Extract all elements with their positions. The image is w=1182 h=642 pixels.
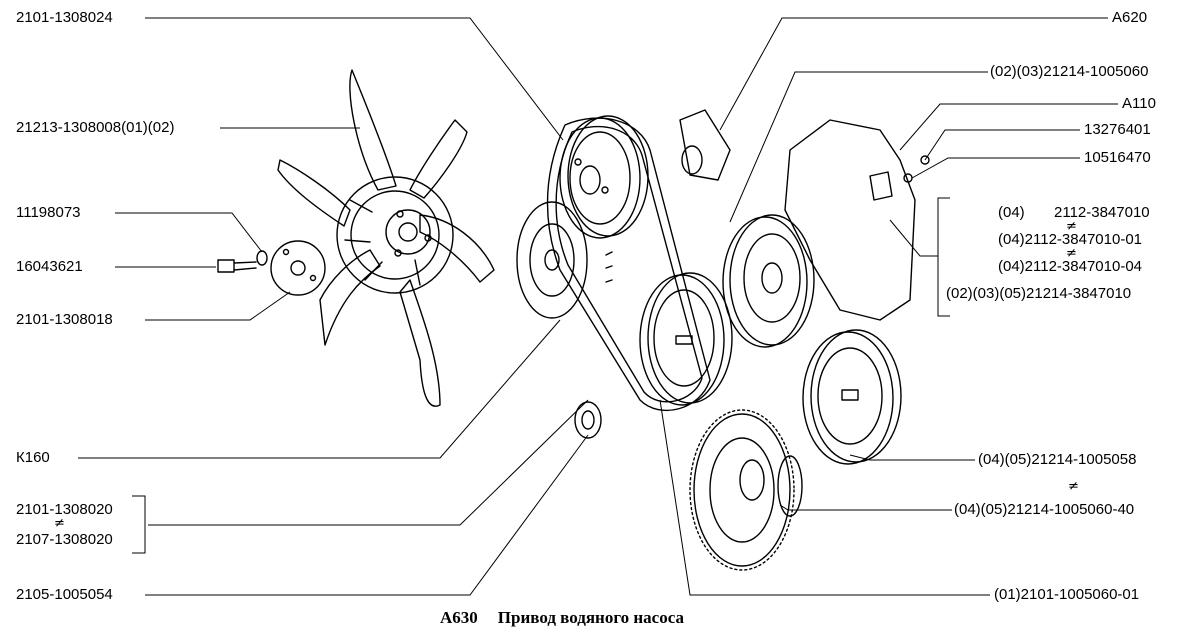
- label-crank-pulley-b: (04)(05)21214-1005060-40: [954, 501, 1135, 518]
- label-pump: А110: [1122, 95, 1156, 112]
- nut-drawing: [574, 401, 602, 439]
- not-equal-symbol-left: ≠: [54, 516, 65, 531]
- not-equal-symbol-sensor-1: ≠: [1066, 219, 1077, 234]
- label-plate: 2101-1308018: [16, 311, 113, 328]
- label-pulley-a: 2101-1308020: [16, 501, 113, 518]
- crank-pulley-main-drawing: [639, 272, 733, 406]
- caption-title: Привод водяного насоса: [497, 608, 684, 627]
- label-bolt-small: 13276401: [1084, 121, 1151, 138]
- label-sensor-4: (02)(03)(05)21214-3847010: [946, 285, 1132, 302]
- crank-pulley-b-drawing: [689, 409, 803, 571]
- plate-drawing: [270, 240, 326, 296]
- label-washer-small: 10516470: [1084, 149, 1151, 166]
- bracket-drawing: [679, 109, 731, 181]
- not-equal-symbol-sensor-2: ≠: [1066, 246, 1077, 261]
- label-sensor-1: 2112-3847010: [1054, 204, 1150, 221]
- label-sensor-prefix: (04): [998, 204, 1025, 221]
- label-pulley-b: 2107-1308020: [16, 531, 113, 548]
- label-bracket: А620: [1112, 9, 1148, 26]
- bolt-drawing: [217, 259, 257, 273]
- label-bolt: 16043621: [16, 258, 83, 275]
- label-crank-pulley-c: (01)2101-1005060-01: [994, 586, 1140, 603]
- washer-drawing: [256, 250, 268, 266]
- caption-code: А630: [440, 608, 478, 627]
- fan-drawing: [277, 69, 495, 407]
- label-pump-pulley: (02)(03)21214-1005060: [990, 63, 1149, 80]
- idler-pulley-drawing: [516, 201, 613, 319]
- figure-caption: А630 Привод водяного насоса: [440, 608, 684, 628]
- water-pump-drawing: [722, 119, 930, 348]
- not-equal-symbol-right: ≠: [1068, 479, 1079, 494]
- label-belt: К160: [16, 449, 50, 466]
- label-crank-pulley-a: (04)(05)21214-1005058: [978, 451, 1137, 468]
- crank-pulley-a-drawing: [802, 329, 902, 465]
- leader-lines: [78, 17, 1118, 596]
- label-washer: 11198073: [16, 204, 81, 221]
- fan-pulley-drawing: [559, 115, 649, 239]
- label-sensor-3: (04)2112-3847010-04: [998, 258, 1143, 275]
- label-sensor-2: (04)2112-3847010-01: [998, 231, 1143, 248]
- label-nut: 2105-1005054: [16, 586, 113, 603]
- label-fan-hub-nut: 2101-1308024: [16, 9, 113, 26]
- label-fan: 21213-1308008(01)(02): [16, 119, 175, 136]
